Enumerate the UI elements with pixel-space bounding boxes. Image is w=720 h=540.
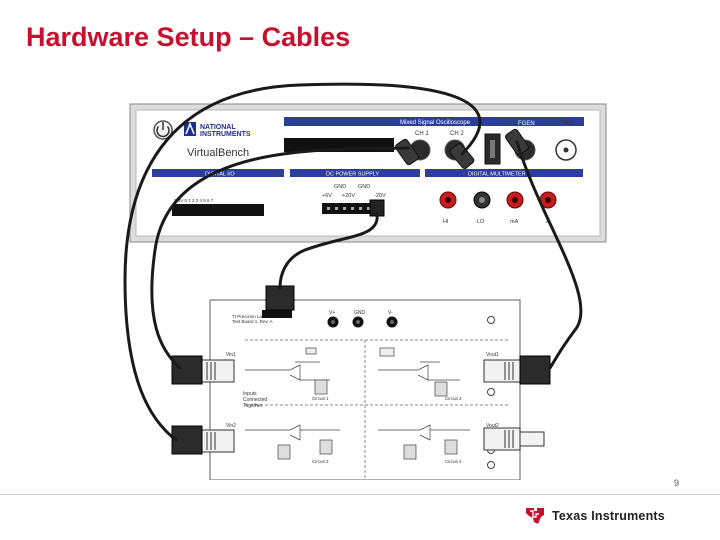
product-name: VirtualBench (187, 147, 249, 159)
board-vminus-label: V- (388, 310, 393, 316)
digital-io-pins-label: 3.3V 0 1 2 3 4 5 6 7 (174, 198, 214, 203)
board-vminus-jack[interactable] (386, 316, 398, 328)
vin1-bnc-connector[interactable] (171, 355, 235, 385)
page-number: 9 (674, 478, 680, 488)
ch2-label: CH 2 (450, 131, 464, 137)
digital-io-bar (152, 169, 284, 177)
board-gnd-jack[interactable] (352, 316, 364, 328)
dmm-label: DIGITAL MULTIMETER (468, 172, 526, 178)
dc-power-label: DC POWER SUPPLY (326, 172, 379, 178)
dmm-hi-jack[interactable] (439, 191, 457, 209)
dmm-bar (425, 169, 583, 177)
digital-io-label: DIGITAL I/O (205, 172, 235, 178)
dc-power-terminal[interactable] (322, 203, 384, 214)
cable-ch2-vin2 (123, 82, 482, 442)
trig-bnc-connector[interactable] (555, 139, 577, 161)
virtualbench-instrument: NATIONAL INSTRUMENTS VirtualBench Mixed … (129, 103, 607, 243)
vout2-bnc-connector[interactable] (483, 427, 545, 451)
dc-power-bar (290, 169, 420, 177)
ch2-bnc-connector[interactable] (444, 139, 475, 170)
vout1-bnc-connector[interactable] (483, 355, 551, 385)
ni-brand-line2: INSTRUMENTS (200, 131, 251, 138)
board-gnd-label: GND (354, 310, 366, 316)
ti-state-icon (526, 508, 544, 524)
dmm-ma-jack[interactable] (506, 191, 524, 209)
board-title-line1: TI Precision Labs (232, 314, 268, 319)
cable-power (278, 212, 379, 290)
vout2-label: Vout2 (486, 423, 499, 429)
vout1-label: Vout1 (486, 352, 499, 358)
trig-label: TRIG (560, 121, 575, 127)
slide-title: Hardware Setup – Cables (26, 22, 351, 52)
circuit-1-schematic (245, 347, 330, 395)
board-power-plug (265, 285, 295, 311)
dmm-ma-label: mA (510, 219, 519, 225)
v6-label: +6V (322, 193, 332, 199)
ch1-bnc-connector[interactable] (394, 138, 431, 166)
gnd-label-2: GND (358, 184, 370, 190)
gnd-label-1: GND (334, 184, 346, 190)
circuit-4-label: Circuit 4 (445, 459, 462, 464)
power-button[interactable] (153, 120, 173, 140)
board-vplus-label: V+ (329, 310, 335, 316)
board-testpoint-4 (487, 316, 495, 324)
circuit-2-label: Circuit 2 (445, 396, 462, 401)
ti-logo-text: Texas Instruments (552, 509, 665, 523)
fgen-label: FGEN (518, 121, 535, 127)
cable-ch1-vin1 (150, 146, 410, 370)
board-testpoint-3 (487, 461, 495, 469)
circuit-4-schematic (378, 424, 470, 460)
scope-title: Mixed Signal Oscilloscope (400, 120, 471, 126)
cable-fgen-vout1 (515, 140, 583, 370)
circuit-3-schematic (245, 424, 340, 460)
v20n-label: -20V (374, 193, 386, 199)
ni-logo: NATIONAL INSTRUMENTS (184, 121, 251, 138)
ni-brand-line1: NATIONAL (200, 124, 236, 131)
scope-header-bar (284, 117, 584, 126)
vin2-label: Vin2 (226, 423, 236, 429)
ti-logo: Texas Instruments (524, 505, 665, 527)
ch1-label: CH 1 (415, 131, 429, 137)
circuit-2-schematic (378, 347, 460, 397)
board-vplus-jack[interactable] (327, 316, 339, 328)
circuit-3-label: Circuit 3 (312, 459, 329, 464)
test-board: TI Precision Labs Test Board 1, Rev. A V… (171, 285, 551, 480)
dmm-lo-label: LO (477, 219, 485, 225)
board-power-header (262, 310, 292, 318)
board-testpoint-1 (487, 388, 495, 396)
inputs-note-line3: Together (243, 403, 263, 409)
vin2-bnc-connector[interactable] (171, 425, 235, 455)
hardware-diagram: NATIONAL INSTRUMENTS VirtualBench Mixed … (123, 82, 607, 480)
dmm-lo-jack[interactable] (473, 191, 491, 209)
vin1-label: Vin1 (226, 352, 236, 358)
footer-divider (0, 494, 720, 495)
circuit-1-label: Circuit 1 (312, 396, 329, 401)
dmm-hi-label: HI (443, 219, 449, 225)
board-title-line2: Test Board 1, Rev. A (232, 319, 273, 324)
inputs-note-line1: Inputs (243, 391, 257, 397)
v20p-label: +20V (342, 193, 355, 199)
digital-io-connector[interactable] (172, 204, 264, 216)
inputs-note-line2: Connected (243, 397, 267, 403)
cables (123, 82, 583, 442)
